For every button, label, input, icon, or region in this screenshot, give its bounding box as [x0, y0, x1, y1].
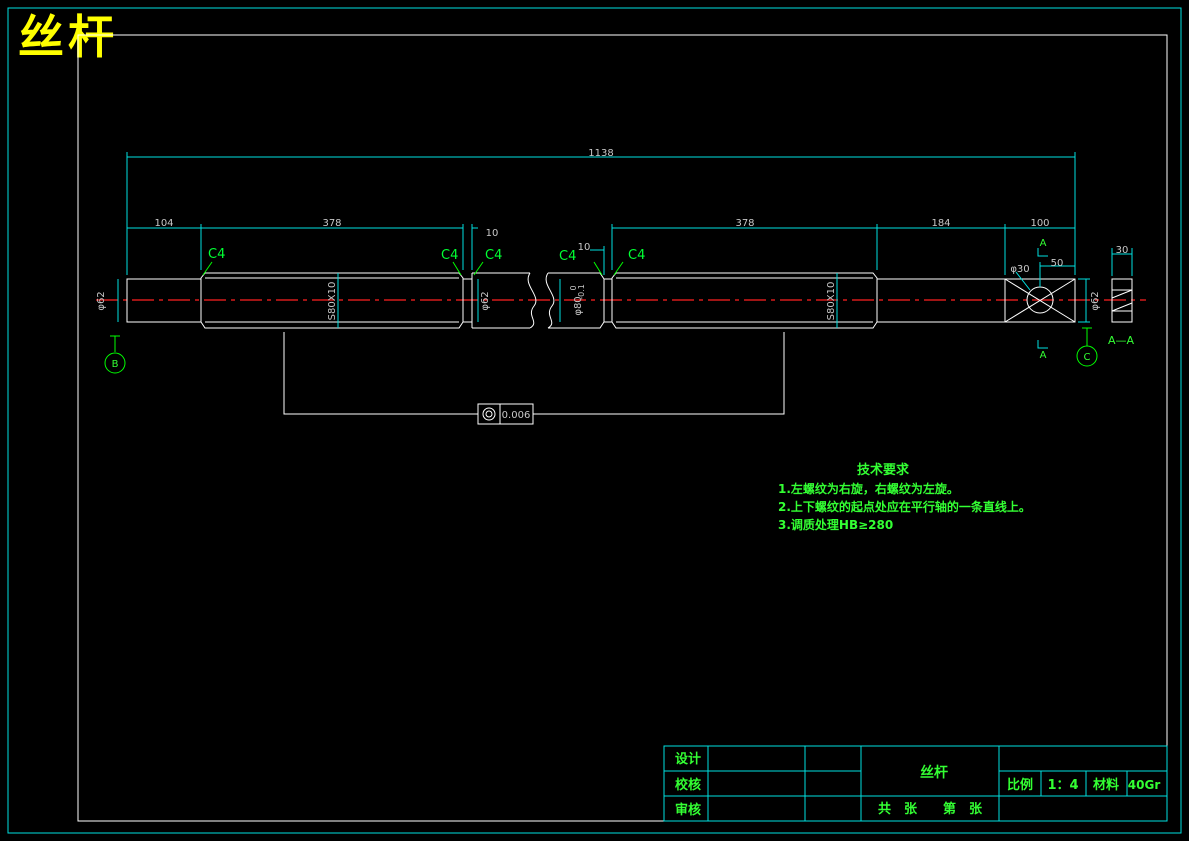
title-block-check: 校核 [675, 777, 701, 793]
shaft-outline [126, 272, 1076, 329]
title-block-sheets: 共 张 第 张 [878, 801, 983, 817]
dim-thread-left-spec: S80X10 [327, 282, 338, 321]
dim-right-shaft: 184 [931, 218, 950, 229]
chamfer-label: C4 [208, 247, 225, 262]
technical-requirements: 技术要求 1.左螺纹为右旋，右螺纹为左旋。 2.上下螺纹的起点处应在平行轴的一条… [778, 462, 1031, 532]
dim-thread-left: 378 [322, 218, 341, 229]
title-block-part-name: 丝杆 [920, 764, 948, 781]
dim-mid-neck: φ80 [573, 296, 584, 315]
dim-hole-offset: 50 [1051, 258, 1064, 269]
section-label: A—A [1108, 334, 1135, 347]
tolerance-value: 0.006 [502, 410, 531, 421]
title-block-scale-value: 1：4 [1047, 778, 1078, 793]
dim-right-end: 100 [1030, 218, 1049, 229]
section-view [1111, 248, 1133, 323]
datum-label-left: B [112, 359, 119, 370]
dim-total: 1138 [588, 148, 613, 159]
datum-label-right: C [1084, 352, 1091, 363]
outer-frame [7, 7, 1182, 834]
dim-section-width: 30 [1116, 245, 1129, 256]
chamfer-label: C4 [628, 248, 645, 263]
dim-diam-right: φ62 [1090, 291, 1101, 310]
dim-gap-left: 10 [486, 228, 499, 239]
drawing-title: 丝杆 [18, 10, 118, 64]
chamfer-label: C4 [559, 249, 576, 264]
title-block-review: 审核 [675, 802, 701, 818]
requirement-item: 3.调质处理HB≥280 [778, 517, 893, 532]
dim-left-end: 104 [154, 218, 173, 229]
requirement-item: 2.上下螺纹的起点处应在平行轴的一条直线上。 [778, 499, 1031, 514]
dim-gap-right: 10 [578, 242, 591, 253]
dim-diam-left: φ62 [96, 291, 107, 310]
title-block-design: 设计 [675, 751, 701, 767]
dim-thread-right: 378 [735, 218, 754, 229]
requirement-item: 1.左螺纹为右旋，右螺纹为左旋。 [778, 481, 959, 496]
title-block-material-label: 材料 [1093, 777, 1119, 793]
dimension-text: 1138 104 378 10 10 378 184 100 50 30 φ30… [96, 148, 1128, 320]
chamfer-label: C4 [485, 248, 502, 263]
title-block-scale-label: 比例 [1007, 777, 1033, 793]
section-mark-bottom: A [1040, 350, 1047, 361]
chamfer-labels: C4 C4 C4 C4 C4 [208, 247, 645, 264]
dim-mid-tol-lower: -0.1 [577, 284, 586, 300]
dim-diam-mid: φ62 [480, 291, 491, 310]
title-block-material-value: 40Gr [1128, 778, 1161, 792]
chamfer-label: C4 [441, 248, 458, 263]
requirements-heading: 技术要求 [857, 462, 910, 478]
dim-mid-tol-upper: 0 [569, 285, 578, 290]
section-mark-top: A [1040, 238, 1047, 249]
inner-frame [77, 34, 1168, 822]
dim-hole-diam: φ30 [1010, 264, 1029, 275]
dimension-lines [104, 152, 1098, 425]
dim-thread-right-spec: S80X10 [826, 282, 837, 321]
title-block: 设计 校核 审核 丝杆 共 张 第 张 比例 1：4 材料 40Gr [663, 745, 1168, 822]
